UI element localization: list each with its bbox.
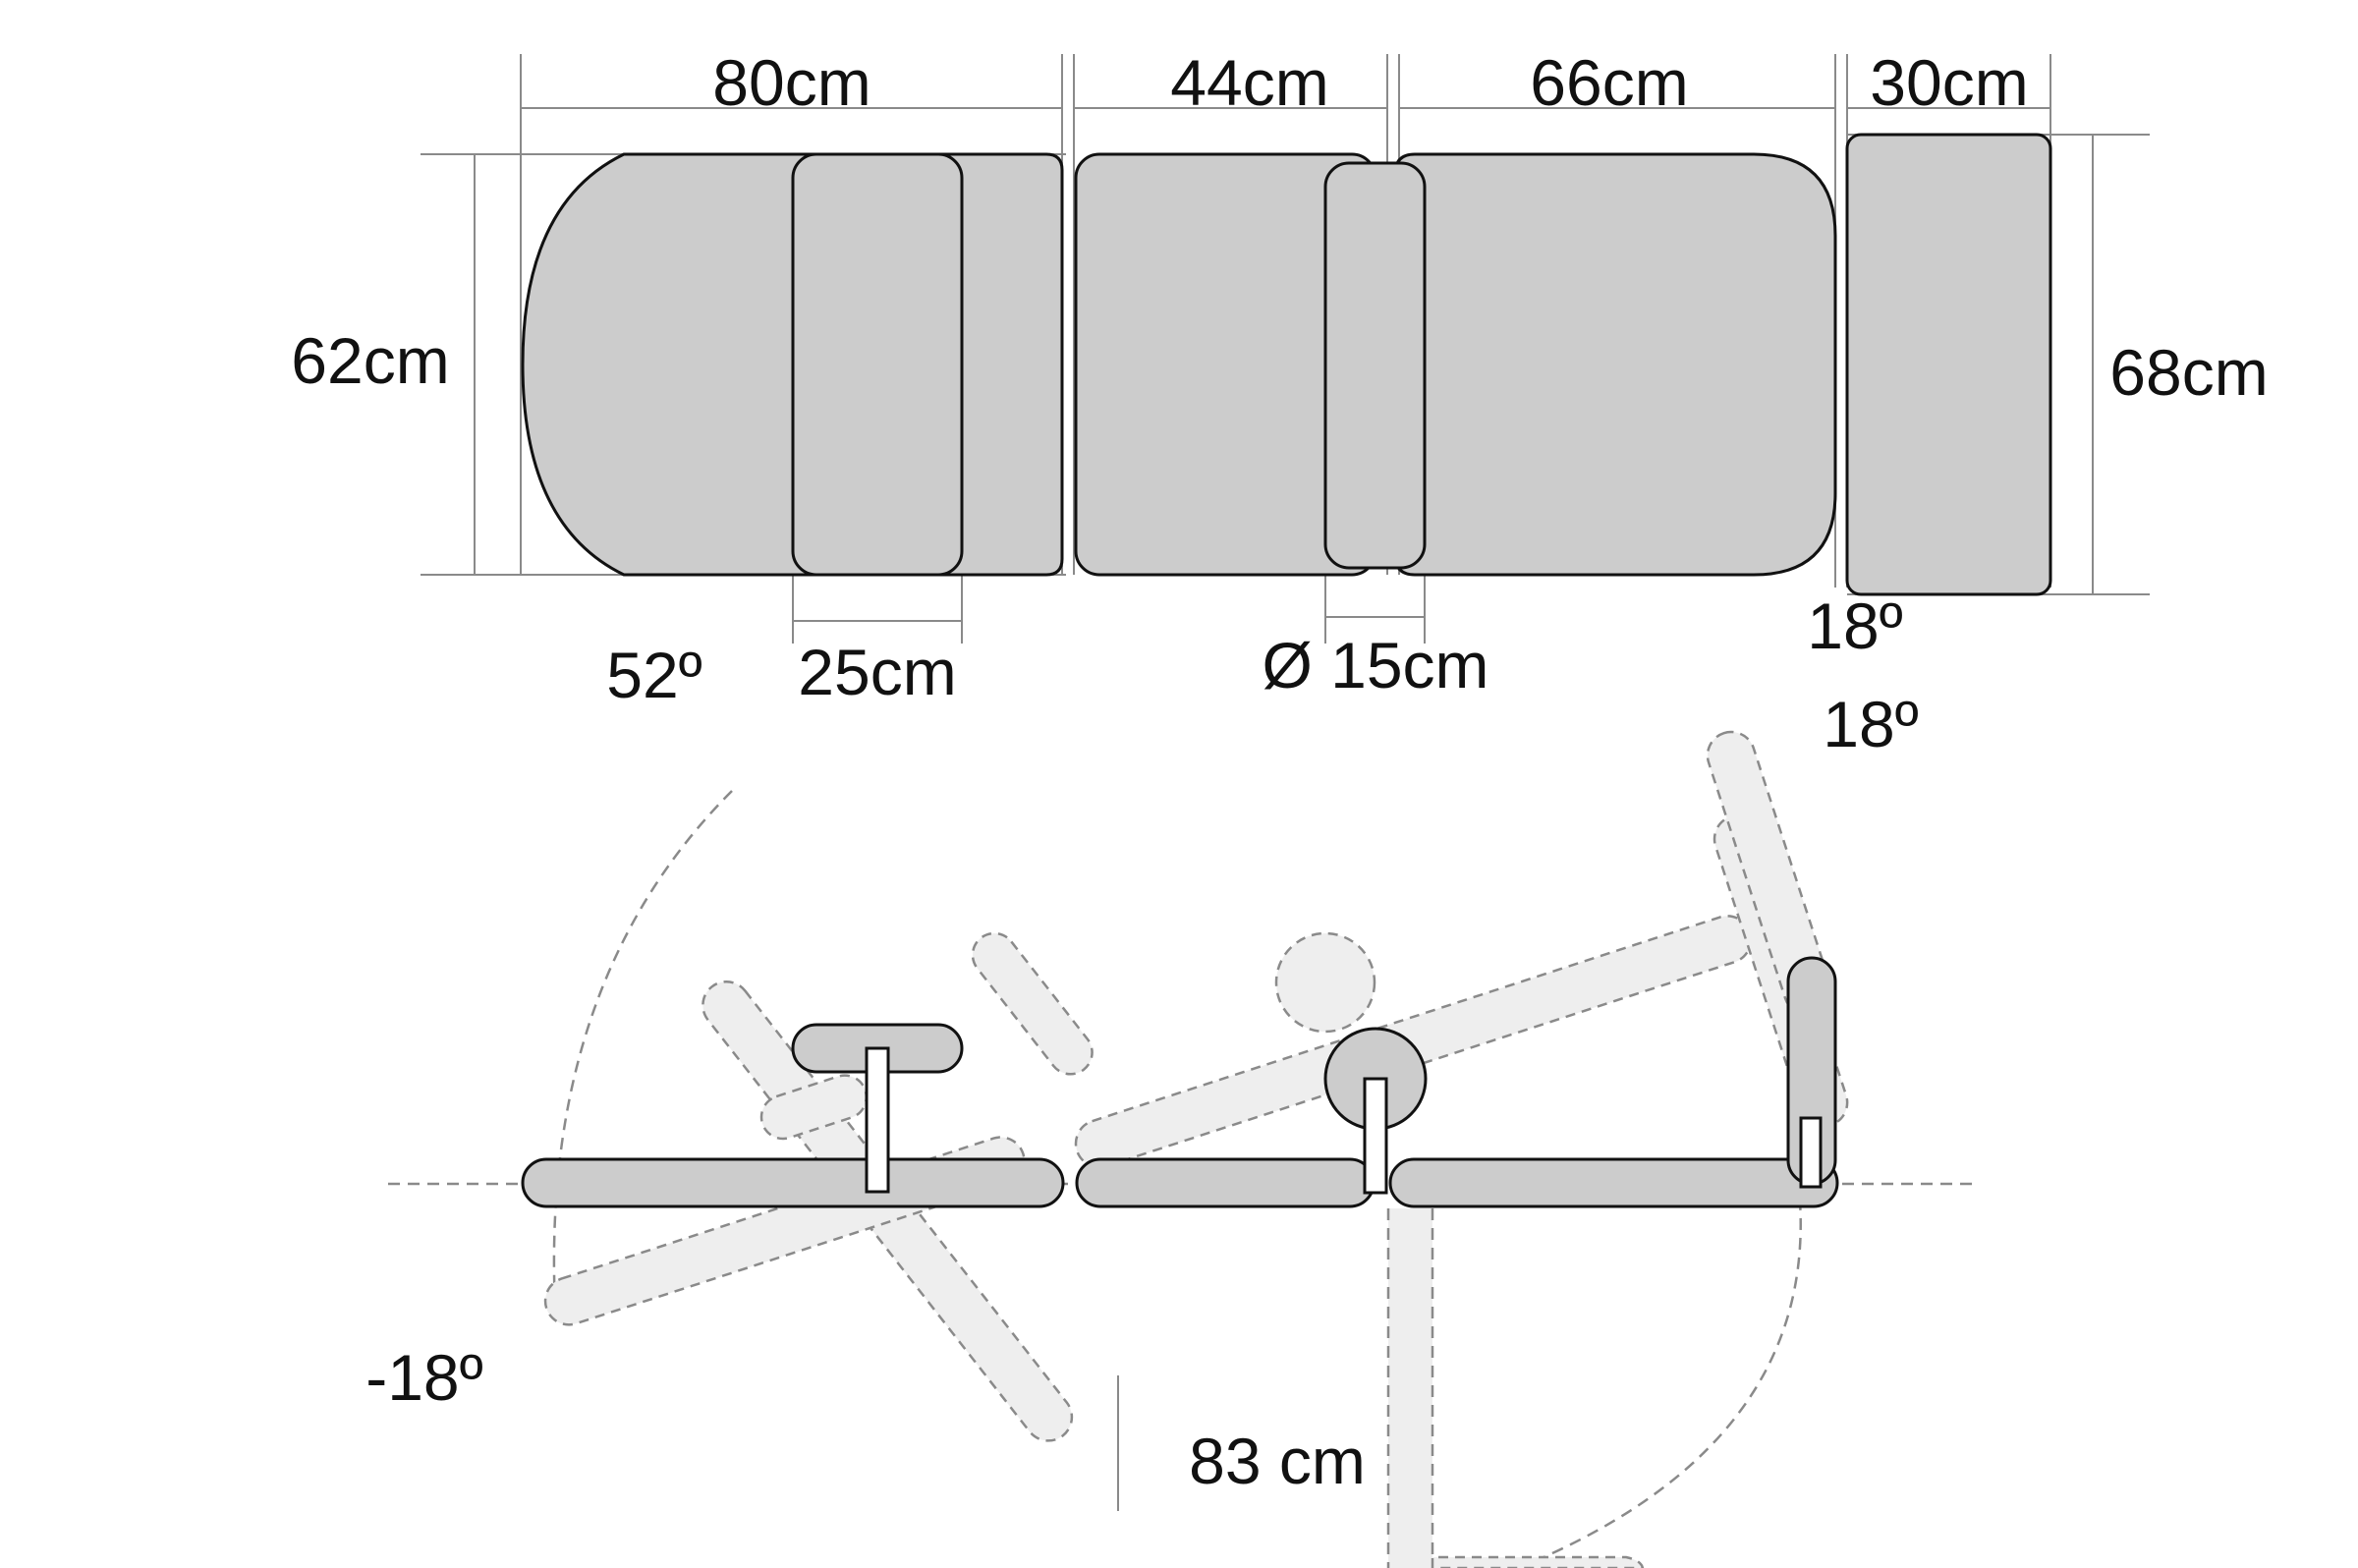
leg-up-angle-label: 18º [1823, 688, 1919, 760]
side-seat-section [1075, 1157, 1376, 1208]
cutout-width-label: 25cm [798, 636, 956, 708]
foot-width-label: 68cm [2109, 336, 2268, 409]
ghost-face-rest-lowered [759, 1074, 869, 1141]
head-length-label: 80cm [712, 46, 870, 119]
side-view: 52º -18º 18º 18º 83 cm [365, 589, 1975, 1568]
ghost-leg-raised [1074, 915, 1753, 1169]
ghost-face-rest-raised [971, 931, 1094, 1076]
top-view: 80cm 44cm 66cm 30cm 62cm 68cm 25cm Ø 15c… [291, 46, 2268, 708]
foot-section-pad [1845, 133, 2052, 596]
table-width-label: 62cm [291, 324, 449, 397]
ghost-positions [543, 730, 1849, 1568]
leg-section-pad [1393, 152, 1837, 577]
head-up-angle-label: 52º [606, 639, 702, 711]
foot-length-label: 30cm [1870, 46, 2028, 119]
head-tilt-arc [552, 790, 733, 1308]
leg-tilt-arc [1532, 1178, 1802, 1564]
foot-up-angle-label: 18º [1807, 589, 1903, 662]
roll-diameter-label: Ø 15cm [1262, 629, 1488, 701]
roll-post [1363, 1077, 1388, 1195]
ghost-roll-raised [1274, 931, 1376, 1034]
foot-post [1799, 1116, 1823, 1189]
roll-pad [1323, 161, 1427, 570]
base-column [1388, 1208, 1432, 1568]
base-foot [1431, 1555, 1645, 1568]
leg-length-label: 66cm [1530, 46, 1688, 119]
seat-length-label: 44cm [1170, 46, 1328, 119]
side-head-section [521, 1157, 1065, 1208]
face-cutout-pad [791, 152, 964, 577]
side-leg-section [1388, 1157, 1839, 1208]
face-rest-post [865, 1046, 890, 1194]
head-down-angle-label: -18º [365, 1341, 483, 1414]
height-label: 83 cm [1189, 1425, 1366, 1497]
